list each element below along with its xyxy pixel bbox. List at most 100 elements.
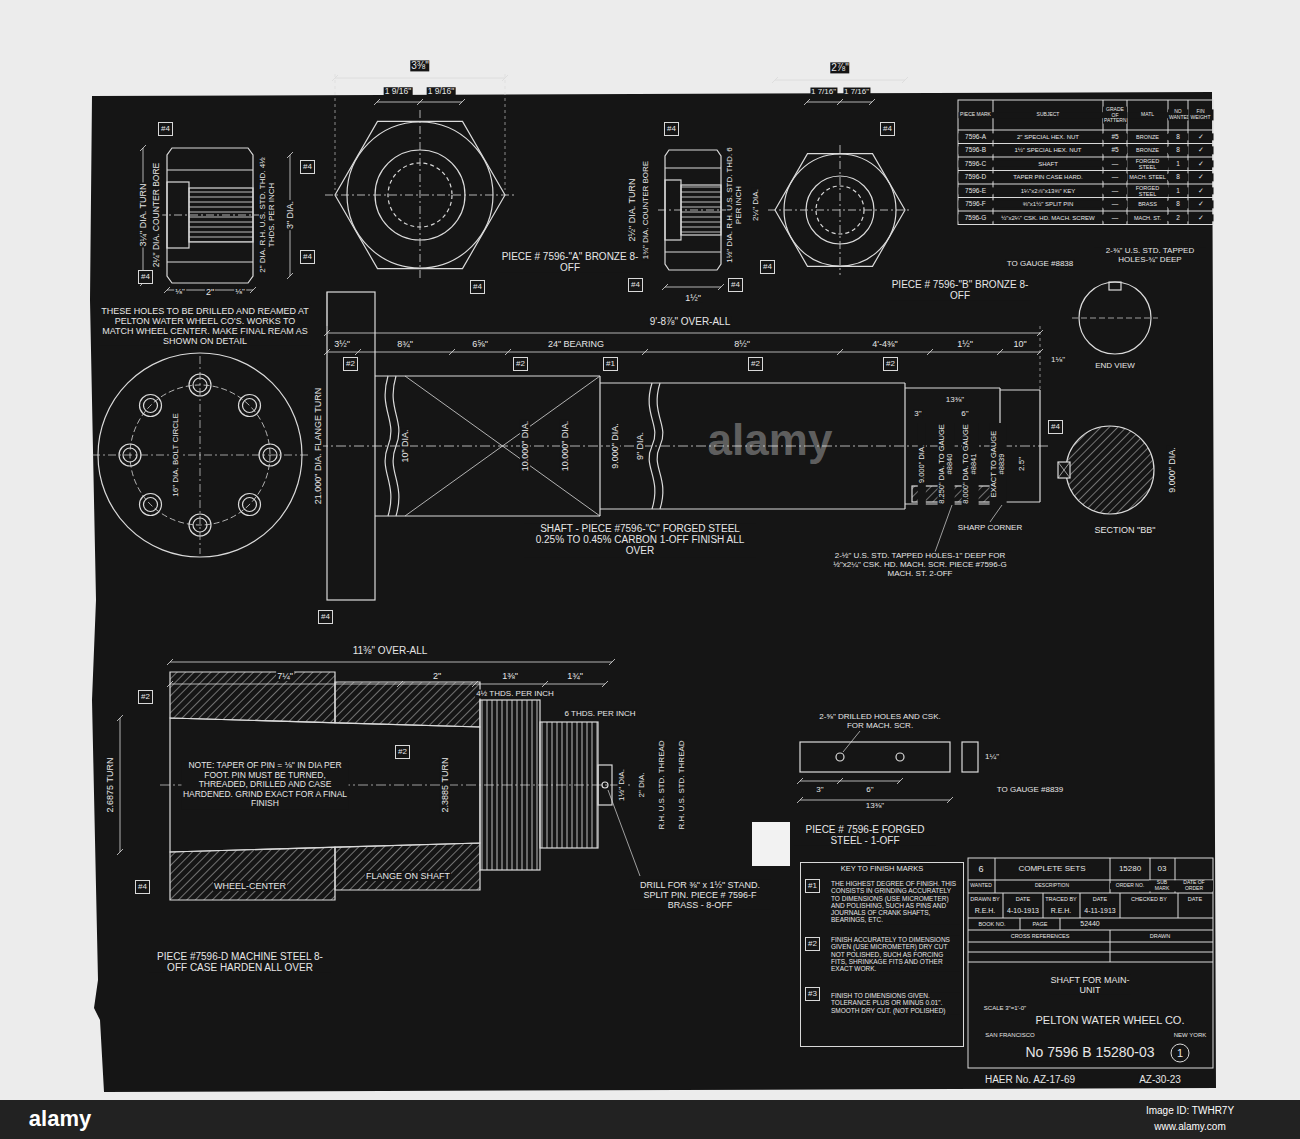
dimension-text: 1 9/16": [427, 87, 456, 97]
dimension-text: ⅛": [234, 288, 246, 297]
archive-number: AZ-30-23: [1138, 1074, 1182, 1085]
parts-table-grid: [958, 100, 1213, 225]
finish-mark-text: #2: [398, 747, 407, 757]
dimension-text: 11⅜" OVER-ALL: [352, 645, 429, 656]
title-header: SUB MARK: [1149, 880, 1175, 891]
finish-mark-text: #4: [667, 124, 676, 134]
table-cell: ✓: [1188, 160, 1213, 167]
table-cell: #5: [1103, 147, 1127, 154]
dimension-text: 3⅜": [410, 60, 429, 71]
table-cell: —: [1103, 174, 1127, 181]
table-header: FIN WEIGHT: [1188, 109, 1213, 120]
dimension-text: 10.000" DIA.: [520, 420, 530, 473]
finish-mark: #4: [880, 122, 895, 136]
piece-label: PIECE # 7596-E FORGED STEEL - 1-OFF: [794, 824, 936, 846]
finish-mark: #4: [135, 880, 150, 894]
dimension-text: 1¾": [566, 671, 584, 681]
table-header: PIECE MARK: [958, 112, 993, 118]
table-cell: 1: [1168, 187, 1188, 194]
dimension-text: 1¾" DIA. COUNTER BORE: [642, 160, 651, 260]
table-cell: ½"x2¼" CSK. HD. MACH. SCREW: [993, 214, 1103, 221]
nut-b-front: [768, 77, 912, 275]
sheet-number: 1: [1176, 1047, 1184, 1059]
dimension-text: 2.5": [1018, 456, 1027, 472]
title-header: DRAWN: [1149, 933, 1172, 939]
blank-sticker: [752, 822, 790, 866]
dimension-text: 2.6875 TURN: [105, 757, 115, 814]
dimension-text: 2¼" DIA.: [752, 188, 761, 222]
table-cell: #5: [1103, 133, 1127, 140]
finish-mark-text: #1: [606, 359, 615, 369]
finish-mark: #1: [603, 357, 618, 371]
table-cell: —: [1103, 214, 1127, 221]
dimension-text: 3": [913, 410, 922, 419]
finish-mark-text: #4: [731, 280, 740, 290]
thread-note: 4½ THDS. PER INCH: [475, 690, 555, 699]
dimension-text: 1¼": [984, 753, 1000, 762]
dimension-text: 3½": [333, 339, 351, 349]
finish-mark: #2: [138, 690, 153, 704]
dimension-text: 9'-8⅞" OVER-ALL: [649, 316, 732, 327]
table-cell: BRASS: [1127, 201, 1168, 207]
finish-mark-text: #2: [751, 359, 760, 369]
dimension-text: ⅛": [174, 288, 186, 297]
nut-b-side: [658, 150, 728, 290]
thread-note: 1½" DIA. R.H. U.S. STD. THD. 6 PER INCH: [726, 144, 744, 266]
drawing-number: No 7596 B 15280-03: [1024, 1045, 1155, 1061]
dimension-text: 6": [960, 410, 969, 419]
title-header: DATE: [1187, 896, 1203, 902]
note-text: NOTE: TAPER OF PIN = ⅛" IN DIA PER FOOT.…: [182, 761, 349, 809]
finish-mark-text: #4: [473, 282, 482, 292]
dimension-text: 2½" DIA. TURN: [627, 177, 637, 242]
dimension-text: 4'-4⅜": [871, 339, 898, 349]
table-cell: SHAFT: [993, 160, 1103, 167]
dimension-text: 3" DIA.: [285, 200, 295, 230]
title-header: DRAWN BY: [969, 896, 1000, 902]
table-cell: ✓: [1188, 201, 1213, 208]
finish-mark-text: #3: [808, 989, 817, 999]
finish-mark-text: #2: [141, 692, 150, 702]
table-header: SUBJECT: [993, 112, 1103, 118]
title-header: PAGE: [1032, 921, 1049, 927]
dimension-text: 1 7/16": [843, 88, 870, 97]
note-text: 2-⅝" DRILLED HOLES AND CSK. FOR MACH. SC…: [814, 713, 946, 731]
note-text: DRILL FOR ⅜" x 1½" STAND. SPLIT PIN. PIE…: [629, 880, 771, 910]
finish-mark-text: #4: [1051, 422, 1060, 432]
finish-mark: #4: [664, 122, 679, 136]
table-cell: 8: [1168, 147, 1188, 154]
table-cell: 7596-G: [958, 214, 993, 221]
finish-mark: #3: [805, 987, 820, 1001]
table-cell: 1: [1168, 160, 1188, 167]
dimension-text: 8¾": [396, 339, 414, 349]
company-city: NEW YORK: [1173, 1032, 1208, 1039]
dimension-text: 9.000" DIA.: [1167, 446, 1177, 494]
stock-band: [0, 1100, 1300, 1139]
finish-mark-text: #4: [138, 882, 147, 892]
finish-mark-text: #4: [763, 262, 772, 272]
dimension-text: 2.3885 TURN: [440, 757, 450, 814]
title-cell: 52440: [1079, 920, 1100, 928]
thread-note: R.H. U.S. STD. THREAD: [658, 739, 667, 830]
table-cell: 8: [1168, 174, 1188, 181]
part-name: WHEEL-CENTER: [213, 881, 287, 891]
title-cell: 15280: [1118, 865, 1142, 874]
title-cell: 4-11-1913: [1083, 907, 1116, 915]
blueprint-sheet: [90, 92, 1216, 1092]
table-cell: ✓: [1188, 147, 1213, 154]
dimension-text: 9.000" DIA.: [918, 423, 926, 505]
table-cell: 7596-A: [958, 133, 993, 140]
table-cell: 1½" SPECIAL HEX. NUT: [993, 147, 1103, 154]
finish-mark: #4: [300, 250, 315, 264]
drawing-title: SHAFT FOR MAIN-UNIT: [1049, 975, 1131, 995]
company-name: PELTON WATER WHEEL CO.: [1035, 1014, 1186, 1026]
dimension-text: 2" DIA.: [638, 771, 647, 798]
dimension-text: 1 9/16": [384, 87, 413, 97]
table-cell: 7596-D: [958, 174, 993, 181]
stock-id: Image ID: TWHR7Y: [1145, 1105, 1235, 1116]
dimension-text: 13⅜": [945, 396, 965, 405]
table-cell: MACH. STEEL: [1127, 174, 1168, 180]
title-block-grid: [968, 858, 1213, 1068]
dimension-text: 6": [865, 786, 874, 795]
